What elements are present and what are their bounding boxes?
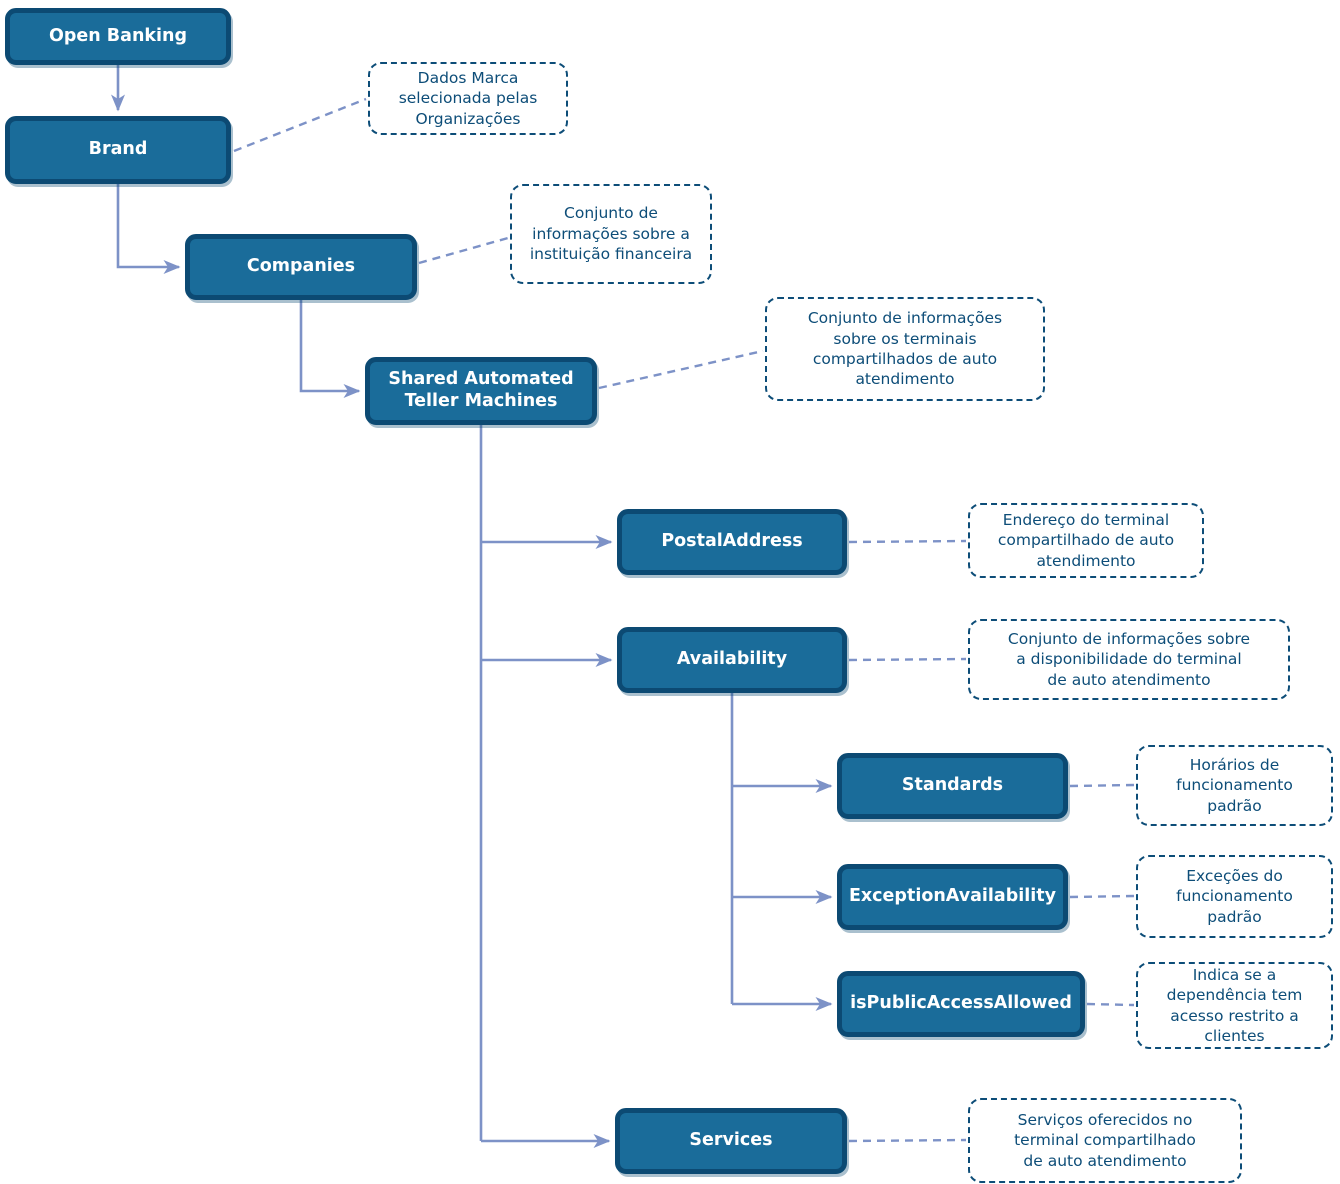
node-services-label: Services bbox=[689, 1130, 773, 1151]
note-postal-address: Endereço do terminal compartilhado de au… bbox=[968, 503, 1204, 578]
node-open-banking: Open Banking bbox=[5, 8, 231, 65]
note-is-public-access-allowed: Indica se a dependência tem acesso restr… bbox=[1136, 962, 1333, 1049]
leader-companies-note bbox=[418, 236, 509, 265]
note-availability-text: Conjunto de informações sobre a disponib… bbox=[1007, 629, 1251, 689]
node-is-public-access-allowed: isPublicAccessAllowed bbox=[837, 971, 1085, 1037]
node-standards: Standards bbox=[837, 753, 1068, 819]
node-companies-label: Companies bbox=[246, 256, 356, 277]
leader-availability-note bbox=[848, 657, 967, 662]
leader-is-public-access-allowed-note bbox=[1086, 1002, 1135, 1007]
node-shared-atm-label: Shared Automated Teller Machines bbox=[388, 369, 574, 411]
node-postal-address: PostalAddress bbox=[617, 509, 847, 575]
note-exception-availability: Exceções do funcionamento padrão bbox=[1136, 855, 1333, 938]
note-shared-atm: Conjunto de informações sobre os termina… bbox=[765, 297, 1045, 401]
note-exception-availability-text: Exceções do funcionamento padrão bbox=[1176, 866, 1293, 926]
node-services: Services bbox=[615, 1108, 847, 1174]
note-services-text: Serviços oferecidos no terminal comparti… bbox=[1014, 1110, 1196, 1170]
node-brand: Brand bbox=[5, 116, 231, 184]
note-standards-text: Horários de funcionamento padrão bbox=[1176, 755, 1293, 815]
note-brand-text: Dados Marca selecionada pelas Organizaçõ… bbox=[398, 68, 538, 128]
node-shared-atm: Shared Automated Teller Machines bbox=[365, 357, 597, 425]
note-companies: Conjunto de informações sobre a institui… bbox=[510, 184, 712, 284]
leader-standards-note bbox=[1069, 783, 1135, 788]
note-services: Serviços oferecidos no terminal comparti… bbox=[968, 1098, 1242, 1183]
leader-exception-availability-note bbox=[1069, 894, 1135, 899]
note-availability: Conjunto de informações sobre a disponib… bbox=[968, 619, 1290, 700]
note-is-public-access-allowed-text: Indica se a dependência tem acesso restr… bbox=[1166, 965, 1303, 1045]
note-companies-text: Conjunto de informações sobre a institui… bbox=[529, 204, 693, 264]
node-availability: Availability bbox=[617, 627, 847, 693]
node-companies: Companies bbox=[185, 234, 417, 300]
edge-companies-to-shared-atm bbox=[299, 300, 361, 398]
note-postal-address-text: Endereço do terminal compartilhado de au… bbox=[997, 510, 1175, 570]
node-standards-label: Standards bbox=[901, 775, 1004, 796]
leader-services-note bbox=[848, 1138, 967, 1143]
leader-brand-note bbox=[233, 97, 367, 153]
node-exception-availability-label: ExceptionAvailability bbox=[848, 886, 1057, 907]
node-postal-address-label: PostalAddress bbox=[661, 531, 803, 552]
leader-postal-address-note bbox=[848, 539, 967, 544]
leader-shared-atm-note bbox=[598, 349, 764, 390]
node-brand-label: Brand bbox=[88, 139, 148, 160]
node-open-banking-label: Open Banking bbox=[48, 25, 188, 46]
note-brand: Dados Marca selecionada pelas Organizaçõ… bbox=[368, 62, 568, 135]
note-shared-atm-text: Conjunto de informações sobre os termina… bbox=[807, 309, 1003, 389]
note-standards: Horários de funcionamento padrão bbox=[1136, 745, 1333, 826]
node-is-public-access-allowed-label: isPublicAccessAllowed bbox=[850, 993, 1072, 1014]
node-exception-availability: ExceptionAvailability bbox=[837, 864, 1068, 930]
edge-brand-to-companies bbox=[116, 184, 181, 274]
node-availability-label: Availability bbox=[676, 649, 788, 670]
